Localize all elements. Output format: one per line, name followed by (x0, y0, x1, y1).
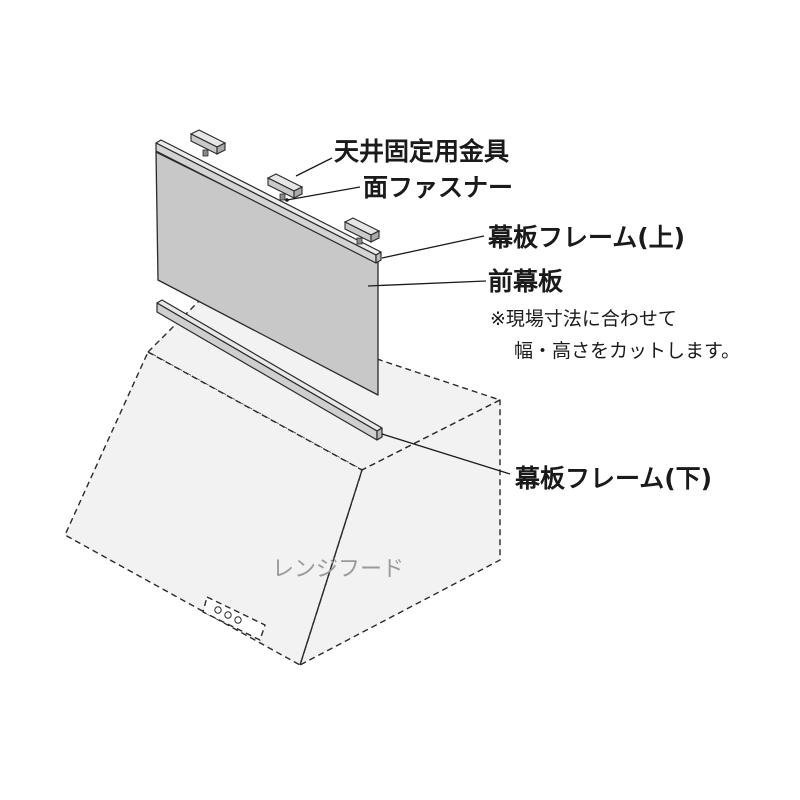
label-ceiling-bracket: 天井固定用金具 (334, 137, 509, 166)
upper-frame-end (375, 251, 382, 264)
range-hood-front-face (64, 351, 363, 666)
leader-frame-upper (381, 235, 485, 259)
control-button-2 (224, 611, 232, 619)
control-button-3 (234, 616, 242, 624)
lower-frame-end (376, 427, 383, 441)
range-hood-side-face (299, 399, 501, 666)
ceiling-bracket-right (343, 217, 381, 245)
control-button-1 (214, 606, 222, 614)
label-frame-lower: 幕板フレーム(下) (514, 464, 712, 493)
label-front-panel: 前幕板 (488, 267, 563, 296)
leader-frame-lower (381, 433, 511, 475)
range-hood-ridge (299, 469, 363, 666)
range-hood: レンジフード (64, 299, 501, 666)
leader-front-panel (367, 280, 487, 287)
label-note-line2: 幅・高さをカットします。 (514, 340, 740, 362)
label-note-line1: ※現場寸法に合わせて (490, 308, 677, 330)
label-surface-fastener: 面ファスナー (363, 173, 513, 202)
ceiling-bracket-middle (266, 173, 304, 201)
ceiling-bracket-left (189, 129, 227, 157)
upper-frame (155, 139, 382, 264)
lower-frame (156, 299, 383, 441)
leader-surface-fastener (286, 186, 361, 201)
range-hood-label: レンジフード (272, 557, 404, 582)
surface-fastener-marker (285, 198, 289, 202)
label-frame-upper: 幕板フレーム(上) (487, 223, 685, 252)
leader-ceiling-bracket (295, 157, 333, 177)
